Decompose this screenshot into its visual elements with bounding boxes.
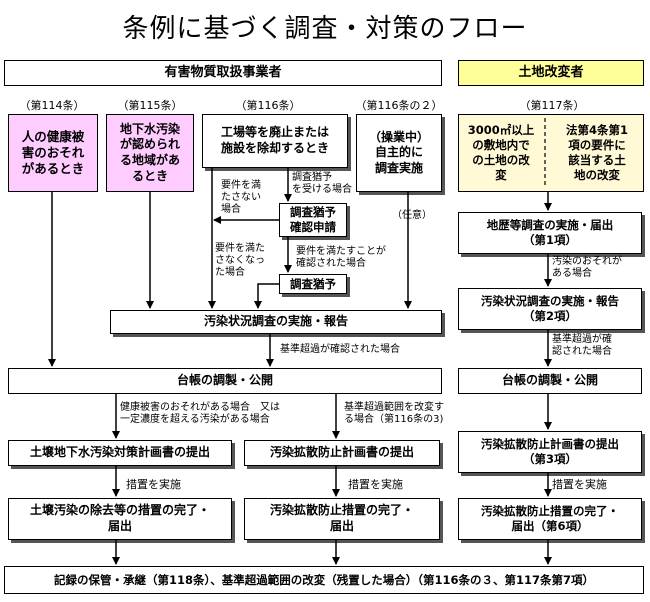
label-exceedance-confirmed: 基準超過が確認された場合 (280, 344, 400, 355)
article-115: （第115条） (117, 99, 183, 112)
article-116: （第116条） (235, 99, 301, 112)
land-changer-header: 土地改変者 (458, 60, 644, 86)
label-contamination-risk: 汚染のおそれが ある場合 (552, 256, 622, 279)
page-title: 条例に基づく調査・対策のフロー (122, 14, 528, 44)
spread-done-right-box: 汚染拡散防止措置の完了・ 届出（第6項） (458, 498, 642, 540)
over-3000-text: 3000㎡以上 の敷地内で の土地の改 変 (467, 123, 535, 182)
status-survey-left-box: 汚染状況調査の実施・報告 (110, 310, 442, 334)
groundwater-box: 地下水汚染 が認められ る地域があ るとき (106, 114, 194, 192)
spread-plan-right-box: 汚染拡散防止計画書の提出 （第3項） (458, 431, 642, 473)
removal-complete-box: 土壌汚染の除去等の措置の完了・ 届出 (8, 498, 232, 540)
factory-closure-box: 工場等を廃止または 施設を除却するとき (202, 114, 348, 168)
spread-plan-box: 汚染拡散防止計画書の提出 (244, 440, 440, 466)
label-receive-deferral: 調査猶予 を受ける場合 (292, 172, 352, 195)
health-risk-box: 人の健康被 害のおそれ があるとき (8, 114, 98, 192)
label-optional: （任意） (392, 210, 432, 221)
label-health-or-concentration: 健康被害のおそれがある場合 又は 一定濃度を超える汚染がある場合 (120, 402, 280, 425)
label-exceedance-confirmed-right: 基準超過が確 認された場合 (552, 334, 612, 357)
arrow-deferral-to-survey (254, 283, 279, 309)
article-117: （第117条） (519, 99, 585, 112)
label-no-longer-met: 要件を満た さなくなっ た場合 (215, 243, 265, 278)
land-change-trigger-box: 3000㎡以上 の敷地内で の土地の改 変 法第4条第1 項の要件に 該当する土… (458, 114, 644, 192)
article4-text: 法第4条第1 項の要件に 該当する土 地の改変 (565, 123, 628, 182)
history-survey-box: 地歴等調査の実施・届出 （第1項） (458, 212, 642, 254)
operator-header: 有害物質取扱事業者 (4, 60, 442, 86)
label-measure-2: 措置を実施 (348, 478, 403, 491)
label-not-met: 要件を満 たさない 場合 (221, 180, 261, 215)
article-116-2: （第116条の２） (355, 99, 443, 112)
deferral-box: 調査猶予 (279, 274, 347, 294)
records-box: 記録の保管・承継（第118条）、基準超過範囲の改変（残置した場合）（第116条の… (4, 566, 644, 594)
label-measure-3: 措置を実施 (552, 478, 607, 491)
voluntary-survey-box: （操業中） 自主的に 調査実施 (356, 114, 442, 192)
label-measure-1: 措置を実施 (126, 478, 181, 491)
groundwater-plan-box: 土壌地下水汚染対策計画書の提出 (8, 440, 232, 466)
label-modify-area: 基準超過範囲を改変す る場合（第116条の3) (344, 402, 444, 425)
article-114: （第114条） (19, 99, 85, 112)
spread-complete-box: 汚染拡散防止措置の完了・ 届出 (244, 498, 440, 540)
ledger-right-box: 台帳の調製・公開 (458, 368, 642, 394)
ledger-left-box: 台帳の調製・公開 (8, 368, 442, 394)
deferral-application-box: 調査猶予 確認申請 (279, 203, 347, 237)
status-survey-right-box: 汚染状況調査の実施・報告 （第2項） (458, 288, 642, 330)
label-confirmed-met: 要件を満たすことが 確認された場合 (296, 246, 386, 269)
